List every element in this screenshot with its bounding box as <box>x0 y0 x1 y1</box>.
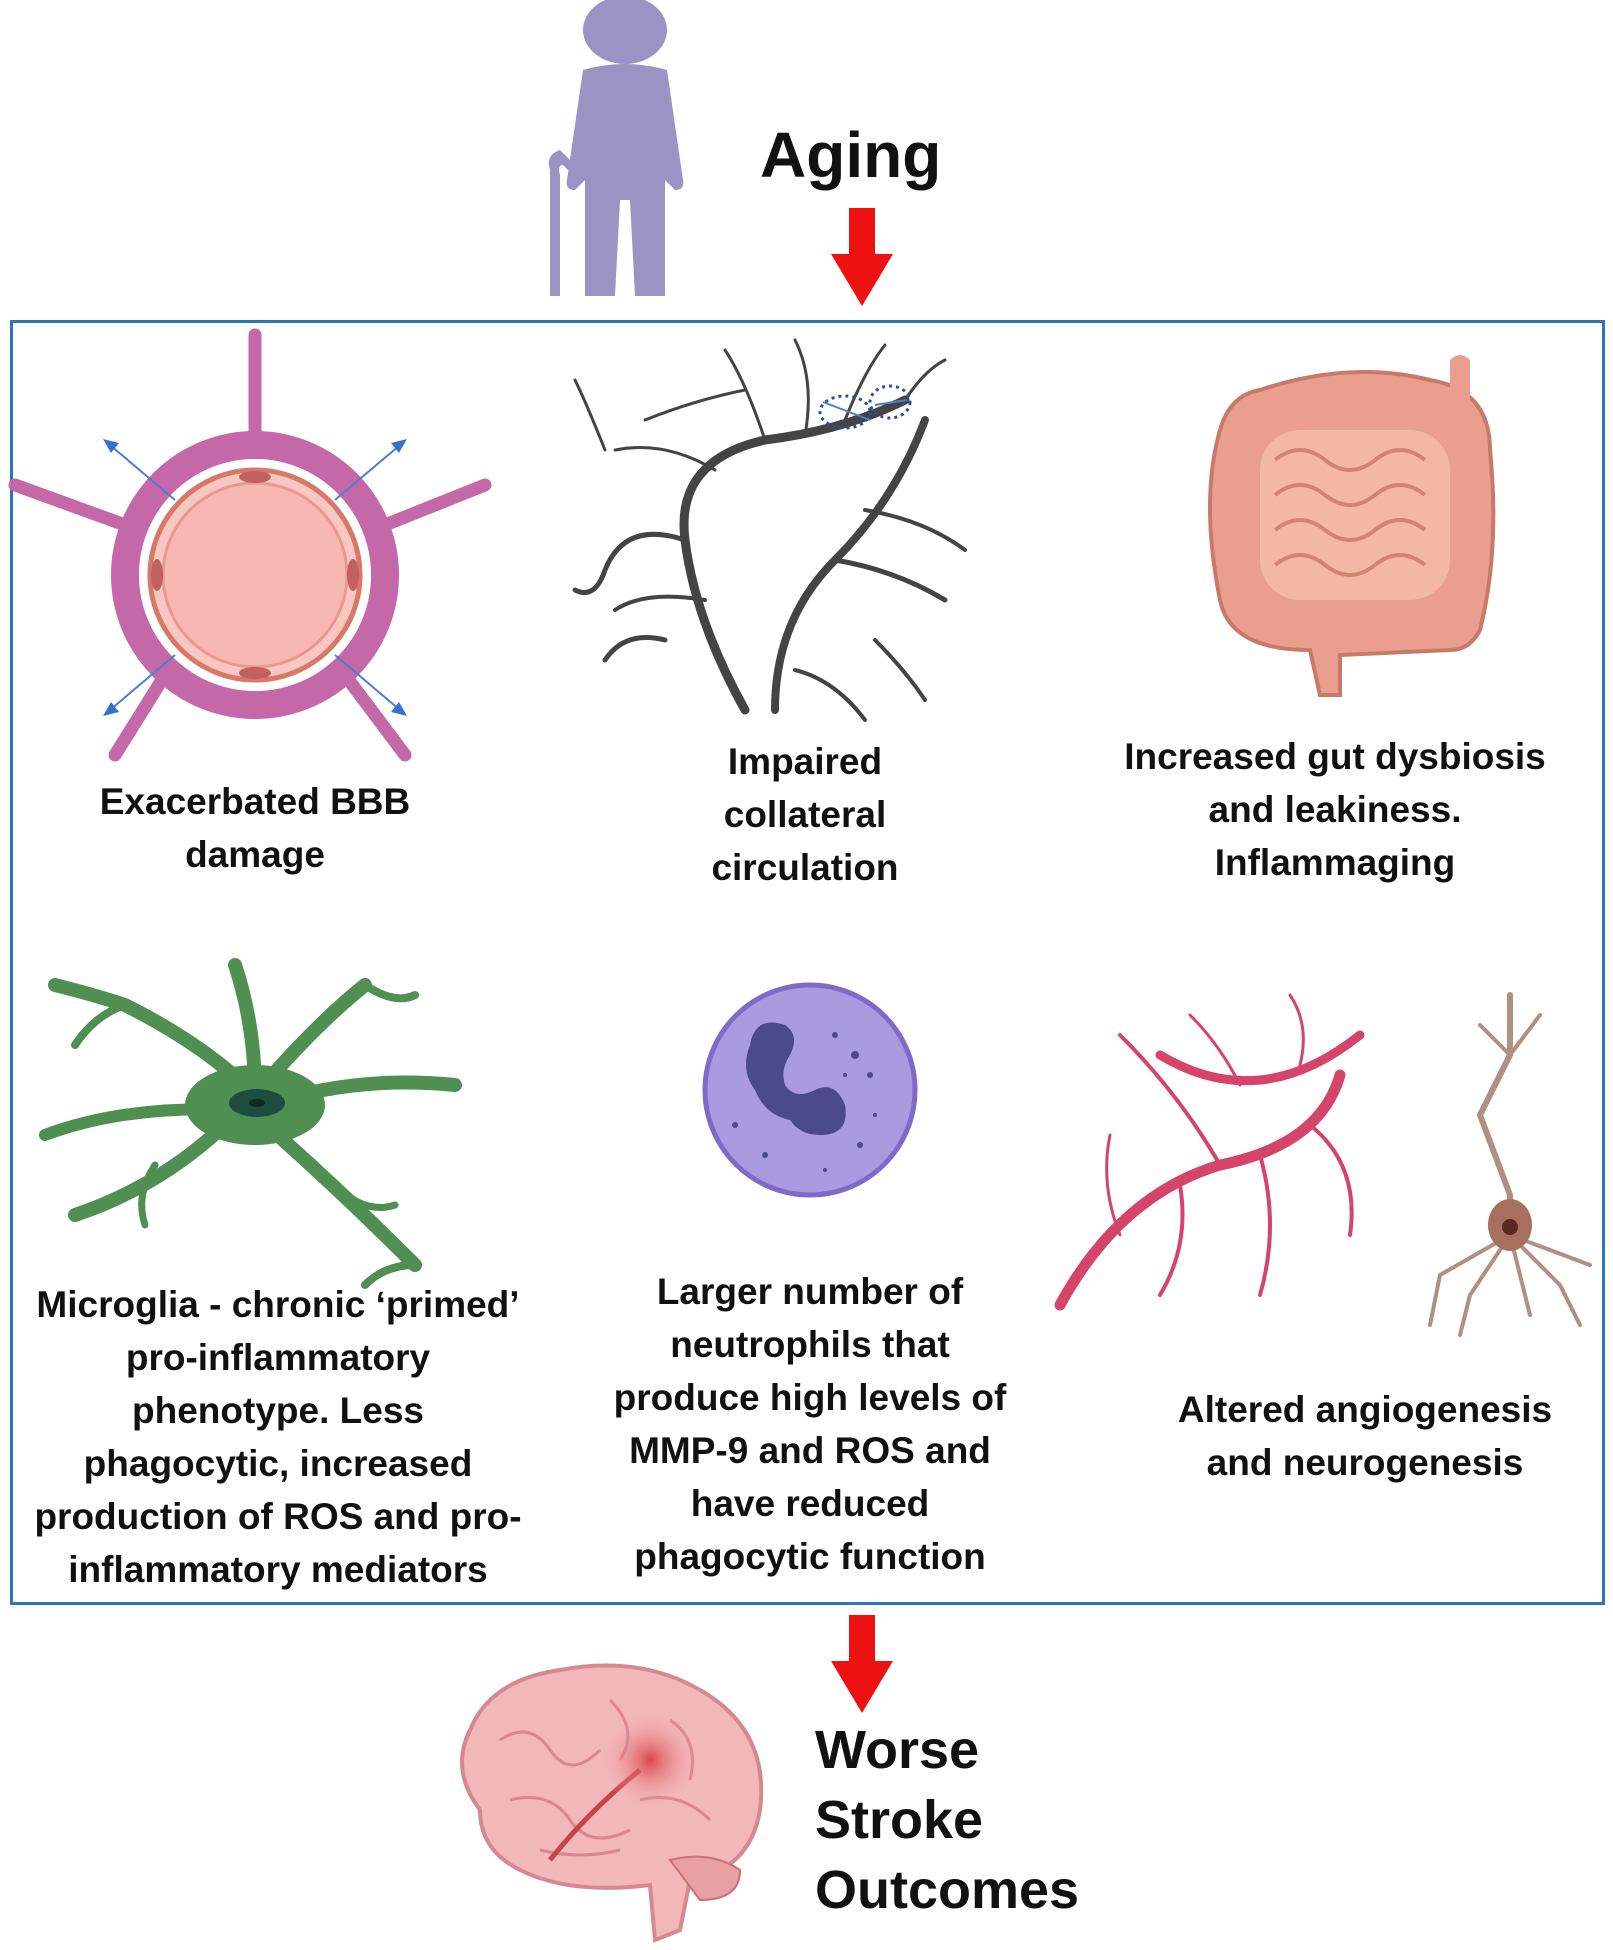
gut-dysbiosis-label: Increased gut dysbiosis and leakiness. I… <box>1124 736 1546 883</box>
microglia-cell-icon <box>39 958 462 1289</box>
elderly-person-icon <box>548 0 684 296</box>
aging-factors-panel <box>10 320 1605 1605</box>
collateral-circulation-label: Impaired collateral circulation <box>711 741 899 888</box>
down-arrow-icon <box>831 208 893 306</box>
microglia-label: Microglia - chronic ‘primed’ pro-inflamm… <box>34 1284 522 1590</box>
angiogenesis-label: Altered angiogenesis and neurogenesis <box>1177 1389 1553 1483</box>
neutrophil-cell-icon <box>702 982 918 1198</box>
vessel-and-neuron-icon <box>1054 992 1592 1337</box>
outcome-label: Worse Stroke Outcomes <box>815 1720 1080 1920</box>
blood-brain-barrier-icon <box>8 328 492 762</box>
intestine-icon <box>1208 355 1496 697</box>
brain-lesion-icon <box>460 1663 764 1943</box>
aging-title: Aging <box>760 119 942 191</box>
neutrophil-label: Larger number of neutrophils that produc… <box>613 1271 1007 1577</box>
cerebral-vessels-icon <box>572 338 967 722</box>
down-arrow-icon <box>831 1615 893 1713</box>
bbb-damage-label: Exacerbated BBB damage <box>99 781 411 875</box>
